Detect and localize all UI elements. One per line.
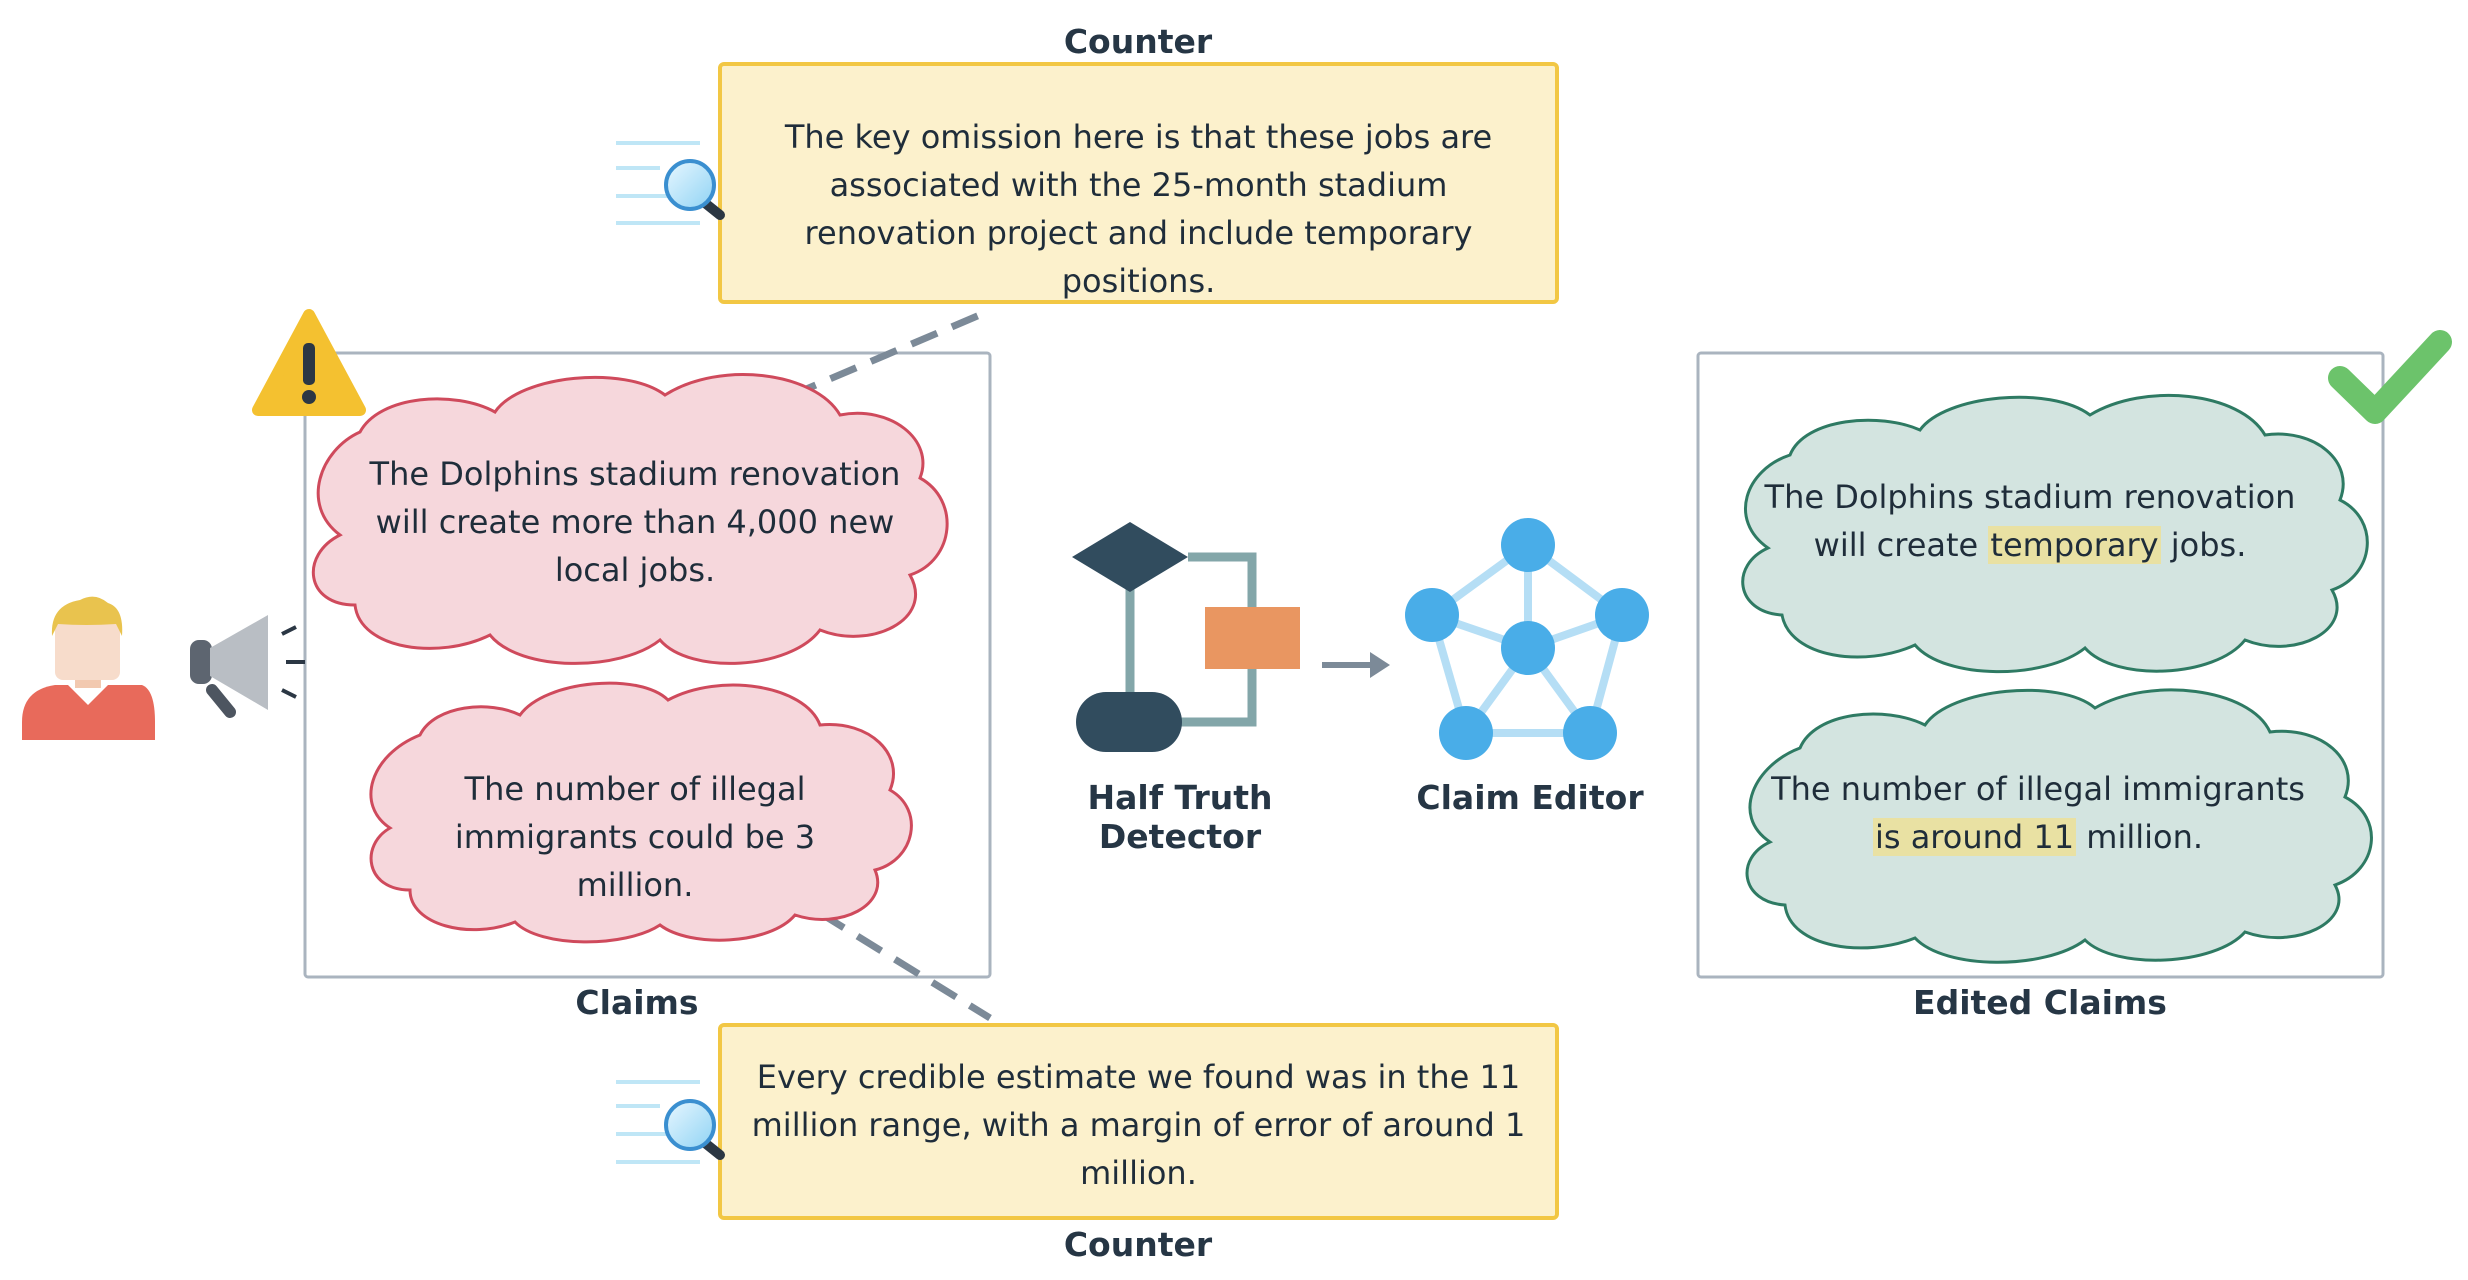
person-icon <box>22 596 155 740</box>
edited-claims-label: Edited Claims <box>1913 983 2167 1022</box>
checkmark-icon <box>2328 330 2452 424</box>
network-nodes <box>1405 518 1649 760</box>
edited-claim-1-pre: The Dolphins stadium renovation will cre… <box>1764 478 2296 564</box>
claim-editor-label: Claim Editor <box>1416 778 1644 817</box>
claim-cloud-1 <box>311 373 949 665</box>
arrow-icon <box>1322 652 1390 678</box>
counter-bottom-title: Counter <box>1063 1225 1213 1264</box>
edited-claim-1-text: The Dolphins stadium renovation will cre… <box>1760 473 2300 569</box>
connector-top <box>788 310 984 400</box>
flowchart-icon <box>1072 522 1300 752</box>
megaphone-icon <box>190 615 305 718</box>
magnifier-icon-top <box>616 141 725 225</box>
half-truth-detector-label: Half Truth Detector <box>1087 778 1273 856</box>
edited-claim-2-text: The number of illegal immigrants is arou… <box>1758 765 2318 861</box>
edited-claim-2-post: million. <box>2076 818 2204 856</box>
counter-top-text: The key omission here is that these jobs… <box>784 118 1493 300</box>
claim-2-text: The number of illegal immigrants could b… <box>454 770 816 904</box>
counter-top-title: Counter <box>1063 22 1213 61</box>
edited-claim-2-highlight: is around 11 <box>1872 818 2077 856</box>
counter-top-box <box>718 62 1559 304</box>
edited-claim-1-post: jobs. <box>2160 526 2247 564</box>
connector-bottom <box>818 910 992 1021</box>
counter-bottom-text: Every credible estimate we found was in … <box>751 1058 1526 1192</box>
edited-claim-1-highlight: temporary <box>1988 526 2161 564</box>
claims-label: Claims <box>575 983 699 1022</box>
claim-cloud-2 <box>369 681 913 944</box>
warning-icon <box>252 309 366 416</box>
claim-1-text: The Dolphins stadium renovation will cre… <box>369 455 901 589</box>
magnifier-icon-bottom <box>616 1080 725 1164</box>
counter-bottom-box <box>718 1023 1559 1220</box>
edited-claim-2-pre: The number of illegal immigrants <box>1771 770 2305 808</box>
